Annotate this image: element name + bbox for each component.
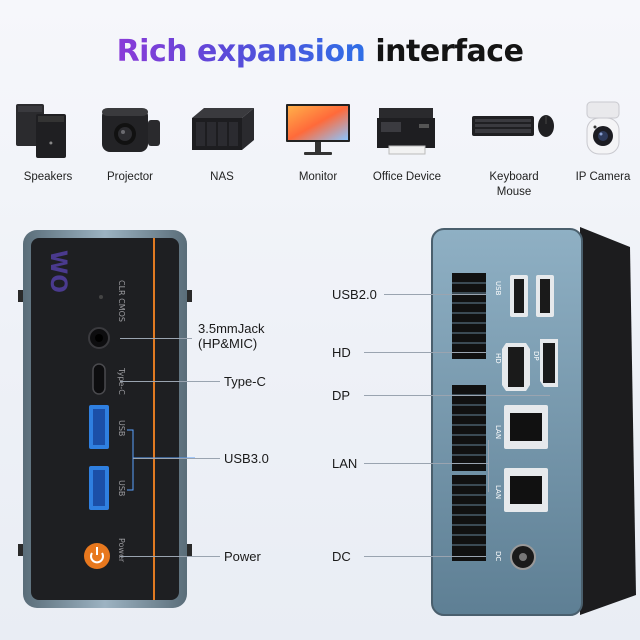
page-title: Rich expansion interface: [0, 34, 640, 69]
front-label-power: Power: [117, 538, 126, 563]
callout-usb3: USB3.0: [224, 451, 269, 466]
nas-icon: [180, 100, 264, 160]
device-label: Monitor: [298, 171, 338, 183]
svg-text:WO: WO: [45, 250, 70, 293]
callout-power: Power: [224, 549, 261, 564]
back-label-dc: DC: [494, 551, 502, 561]
device-office: Office Device: [365, 100, 449, 185]
device-label: Office Device: [372, 171, 442, 183]
back-label-lan2: LAN: [494, 485, 502, 499]
device-label: Speakers: [23, 171, 73, 183]
front-panel-illustration: WO CLR CMOS Type-C USB USB Power: [18, 230, 195, 608]
device-label: NAS: [210, 171, 234, 183]
back-label-lan1: LAN: [494, 425, 502, 439]
callout-usb2: USB2.0: [332, 287, 377, 302]
callout-lan: LAN: [332, 456, 358, 471]
device-label: Keyboard Mouse: [489, 171, 539, 198]
svg-text:●: ●: [49, 140, 53, 145]
callout-audio-jack: 3.5mmJack (HP&MIC): [198, 321, 265, 351]
back-panel-illustration: USB HD DP LAN LAN DC: [431, 227, 636, 616]
device-ipcam: IP Camera: [561, 100, 640, 185]
device-nas: NAS: [180, 100, 264, 185]
device-keyboard: Keyboard Mouse: [472, 100, 556, 200]
back-label-hd: HD: [494, 353, 502, 364]
title-highlight: Rich expansion: [116, 34, 366, 69]
back-label-dp: DP: [532, 351, 540, 361]
device-label: Projector: [106, 171, 154, 183]
ip-camera-icon: [561, 100, 640, 160]
callout-dc: DC: [332, 549, 351, 564]
callout-typec: Type-C: [224, 374, 266, 389]
keyboard-mouse-icon: [472, 100, 556, 160]
callout-dp: DP: [332, 388, 351, 403]
callout-hd: HD: [332, 345, 351, 360]
speakers-icon: ●: [6, 100, 90, 160]
device-projector: Projector: [88, 100, 172, 185]
front-label-usb2: USB: [117, 480, 126, 496]
projector-icon: [88, 100, 172, 160]
printer-icon: [365, 100, 449, 160]
back-label-usb: USB: [494, 281, 502, 296]
device-monitor: Monitor: [276, 100, 360, 185]
front-label-clr: CLR CMOS: [117, 280, 126, 322]
device-speakers: ● Speakers: [6, 100, 90, 185]
device-label: IP Camera: [575, 171, 631, 183]
front-label-usb1: USB: [117, 420, 126, 436]
monitor-icon: [276, 100, 360, 160]
title-rest: interface: [375, 34, 524, 69]
